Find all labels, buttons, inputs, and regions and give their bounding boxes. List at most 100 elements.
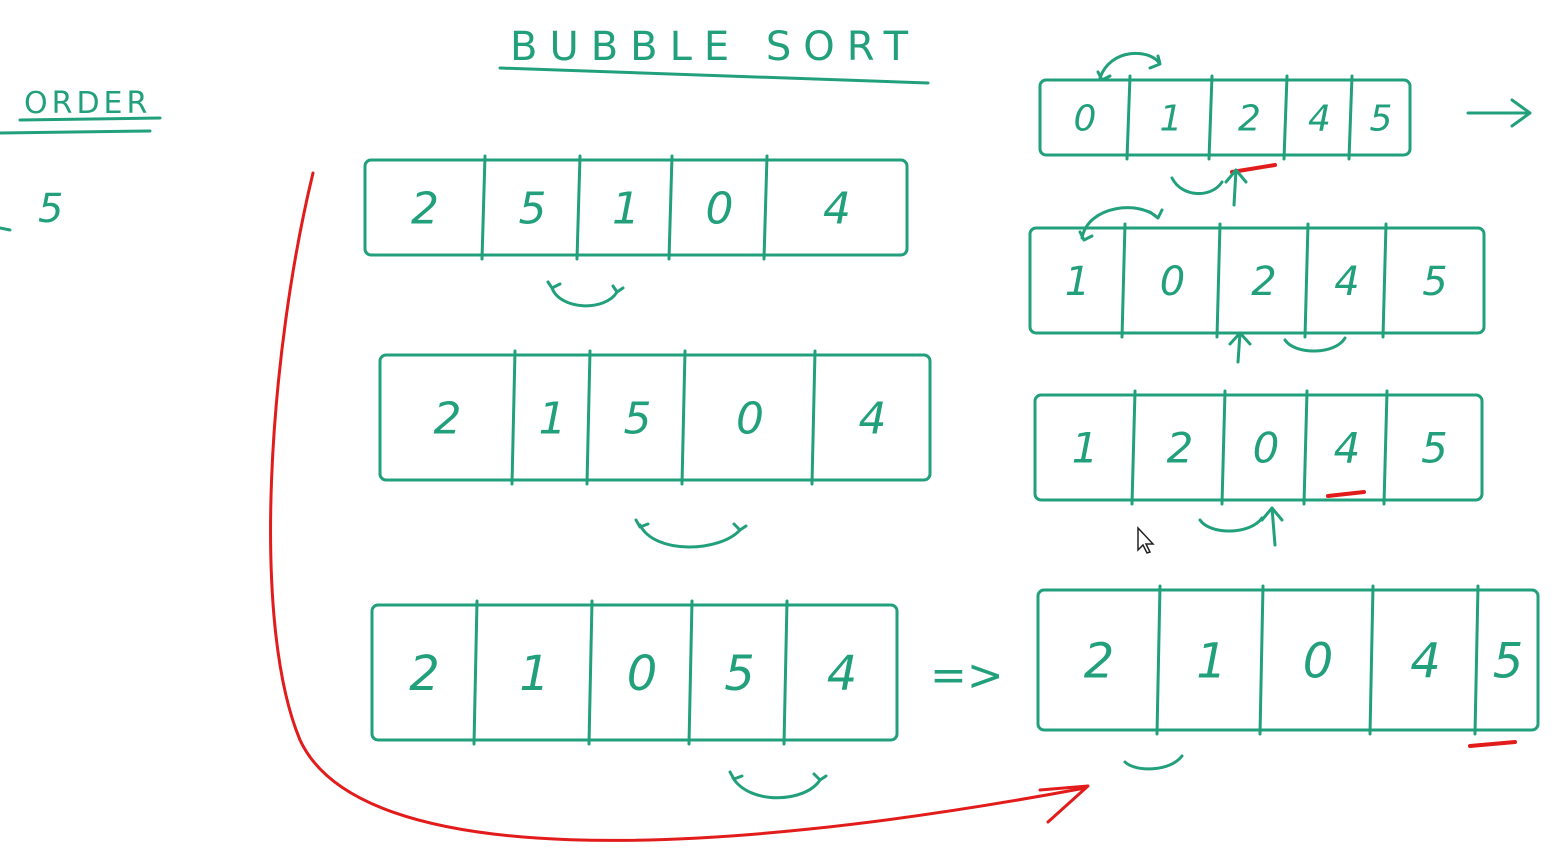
cell-divider bbox=[587, 599, 594, 746]
array-cell-value: 1 bbox=[1196, 633, 1227, 689]
array-border bbox=[1033, 393, 1484, 502]
array-cell-value: 4 bbox=[859, 393, 887, 444]
cell-divider bbox=[667, 154, 674, 261]
array-cell-value: 1 bbox=[1160, 98, 1183, 139]
cell-divider bbox=[1220, 389, 1227, 506]
array-cell-value: 0 bbox=[1303, 633, 1334, 689]
array-cell-value: 2 bbox=[1251, 259, 1276, 305]
cell-divider bbox=[585, 349, 592, 486]
cell-divider bbox=[1282, 74, 1289, 161]
array-cell-value: 2 bbox=[409, 646, 440, 702]
swap-arrow-icon bbox=[546, 280, 625, 308]
array-cell-value: 0 bbox=[706, 183, 734, 234]
swap-arrow-icon bbox=[728, 770, 828, 800]
array-pass1-c: 2 1 0 5 4 bbox=[370, 599, 899, 746]
array-cell-value: 2 bbox=[411, 183, 439, 234]
implies-arrow-icon: => bbox=[930, 650, 1004, 701]
cell-divider bbox=[1207, 74, 1214, 161]
cell-divider bbox=[1303, 222, 1310, 339]
cell-divider bbox=[1382, 389, 1389, 506]
array-cell-value: 2 bbox=[1238, 98, 1261, 139]
red-flow-curve bbox=[269, 171, 1087, 842]
swap-arrow-icon bbox=[1123, 754, 1184, 771]
swap-arrow-icon bbox=[634, 518, 748, 549]
array-cell-value: 1 bbox=[539, 393, 567, 444]
array-border bbox=[1028, 226, 1486, 335]
up-arrow-icon bbox=[1260, 506, 1284, 547]
red-marker-dash bbox=[1326, 490, 1366, 498]
array-cell-value: 5 bbox=[724, 646, 755, 702]
array-cell-value: 1 bbox=[1065, 259, 1090, 305]
array-cell-value: 2 bbox=[1084, 633, 1115, 689]
array-cell-value: 0 bbox=[627, 646, 658, 702]
cell-divider bbox=[782, 599, 789, 746]
page-title: BUBBLE SORT bbox=[510, 24, 920, 70]
array-cell-value: 0 bbox=[1160, 259, 1185, 305]
cell-divider bbox=[1120, 222, 1127, 339]
array-cell-value: 5 bbox=[1493, 633, 1524, 689]
left-margin-dash bbox=[0, 226, 12, 232]
left-margin-heading: ORDER bbox=[24, 86, 151, 121]
cell-divider bbox=[1368, 584, 1375, 736]
array-cell-value: 5 bbox=[1421, 424, 1448, 473]
array-border bbox=[363, 158, 909, 257]
cell-divider bbox=[1302, 389, 1309, 506]
up-arrow-icon bbox=[1228, 331, 1252, 364]
cell-divider bbox=[680, 349, 687, 486]
cell-divider bbox=[1125, 74, 1132, 161]
cursor-icon bbox=[1137, 526, 1155, 554]
right-arrow-icon bbox=[1466, 98, 1532, 128]
title-underline bbox=[498, 66, 930, 85]
array-border bbox=[1036, 588, 1540, 732]
array-border bbox=[370, 603, 899, 742]
array-pass2-c: 1 2 0 4 5 bbox=[1033, 389, 1484, 506]
up-arrow-icon bbox=[1224, 168, 1248, 207]
array-cell-value: 0 bbox=[736, 393, 764, 444]
cell-divider bbox=[1215, 222, 1222, 339]
array-cell-value: 4 bbox=[1308, 98, 1331, 139]
array-cell-value: 2 bbox=[1167, 424, 1194, 473]
left-margin-number: 5 bbox=[38, 186, 63, 232]
cell-divider bbox=[1155, 584, 1162, 736]
array-pass2-d: 1 0 2 4 5 bbox=[1028, 222, 1486, 339]
left-margin-line bbox=[0, 129, 152, 135]
array-cell-value: 4 bbox=[827, 646, 858, 702]
array-cell-value: 0 bbox=[1253, 424, 1280, 473]
cell-divider bbox=[810, 349, 817, 486]
cell-divider bbox=[1381, 222, 1388, 339]
cell-divider bbox=[1473, 584, 1480, 736]
array-cell-value: 5 bbox=[624, 393, 652, 444]
cell-divider bbox=[687, 599, 694, 746]
array-cell-value: 1 bbox=[612, 183, 640, 234]
array-cell-value: 4 bbox=[1334, 424, 1361, 473]
cell-divider bbox=[762, 154, 769, 261]
cell-divider bbox=[575, 154, 582, 261]
array-cell-value: 5 bbox=[1422, 259, 1447, 305]
swap-arrow-icon bbox=[1170, 176, 1224, 195]
array-cell-value: 4 bbox=[823, 183, 851, 234]
array-border bbox=[378, 353, 932, 482]
red-marker-dash bbox=[1230, 163, 1277, 174]
array-cell-value: 5 bbox=[1370, 98, 1393, 139]
red-marker-dash bbox=[1468, 740, 1517, 748]
array-cell-value: 1 bbox=[519, 646, 550, 702]
array-cell-value: 4 bbox=[1334, 259, 1359, 305]
array-cell-value: 0 bbox=[1074, 98, 1097, 139]
cell-divider bbox=[1347, 74, 1354, 161]
swap-arrow-icon bbox=[1096, 51, 1162, 82]
cell-divider bbox=[1258, 584, 1265, 736]
array-cell-value: 1 bbox=[1072, 424, 1099, 473]
swap-arrow-icon bbox=[1078, 206, 1164, 242]
swap-arrow-icon bbox=[1198, 516, 1264, 533]
cell-divider bbox=[1130, 389, 1137, 506]
cell-divider bbox=[480, 154, 487, 261]
left-margin-underline bbox=[18, 116, 162, 122]
swap-arrow-icon bbox=[1283, 336, 1347, 353]
red-flow-arrowhead-icon bbox=[1038, 784, 1090, 824]
